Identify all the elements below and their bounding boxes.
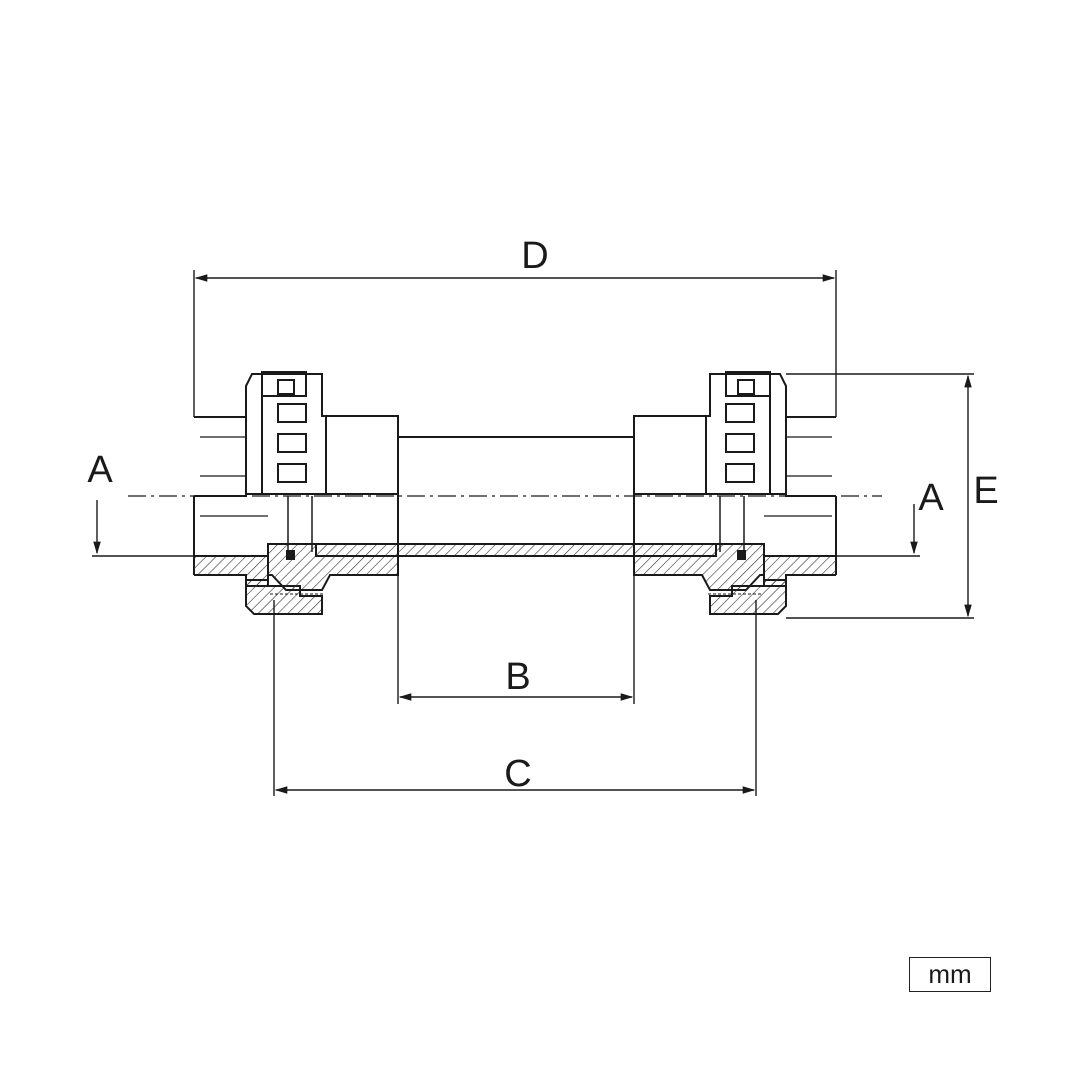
right-union-nut <box>705 371 787 615</box>
label-a-right: A <box>918 477 944 519</box>
label-e: E <box>973 470 998 512</box>
dimension-e <box>786 373 974 619</box>
label-c: C <box>504 753 531 795</box>
label-a-left: A <box>87 449 113 491</box>
dimension-d <box>193 270 837 417</box>
right-union-body <box>633 415 765 595</box>
dimension-a-right <box>836 504 920 557</box>
right-socket-end <box>763 416 837 587</box>
left-union-nut <box>245 371 327 615</box>
dimension-c <box>273 600 757 796</box>
label-d: D <box>521 235 548 277</box>
dimension-a-left <box>92 500 194 557</box>
left-union-body <box>267 415 399 595</box>
left-socket-end <box>193 416 269 587</box>
dimension-b <box>397 575 635 704</box>
label-b: B <box>505 656 530 698</box>
units-box: mm <box>909 957 991 992</box>
